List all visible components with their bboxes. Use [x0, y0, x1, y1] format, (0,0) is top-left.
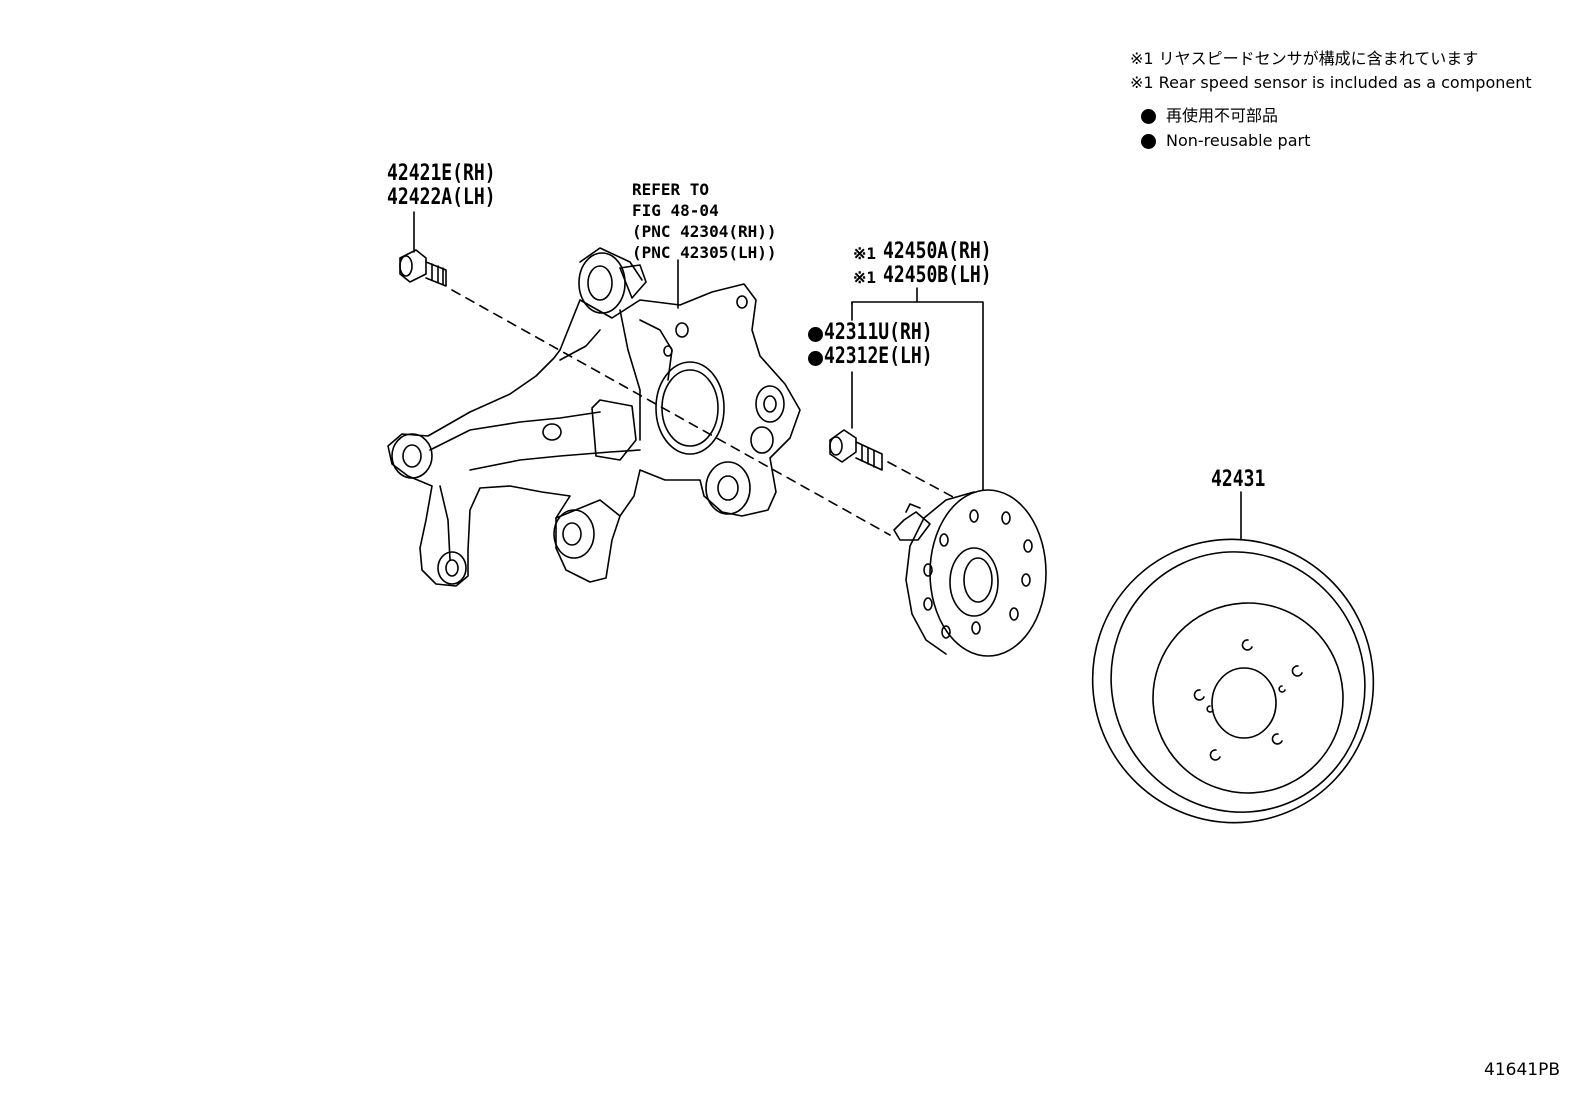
hub-bolt[interactable]: [829, 429, 883, 471]
leader-lines: [413, 211, 1242, 541]
part-label-stud-rh[interactable]: 42311U(RH): [824, 320, 933, 345]
refer-label-line-3[interactable]: (PNC 42304(RH)): [632, 222, 777, 241]
non-reusable-marker-icon: [808, 351, 823, 366]
part-label-disc[interactable]: 42431: [1211, 467, 1266, 492]
note-non-reusable-en: Non-reusable part: [1166, 131, 1311, 150]
part-label-stud-lh[interactable]: 42312E(LH): [824, 344, 933, 369]
non-reusable-bullet-icon: [1141, 109, 1156, 124]
alignment-dashes: [451, 289, 956, 536]
axle-hub-assembly[interactable]: [893, 489, 1047, 657]
non-reusable-bullet-icon: [1141, 134, 1156, 149]
refer-label-line-4[interactable]: (PNC 42305(LH)): [632, 243, 777, 262]
hub-note-mark-lh: ※1: [853, 268, 877, 287]
note-speed-sensor-en: ※1 Rear speed sensor is included as a co…: [1130, 73, 1532, 92]
hub-note-mark-rh: ※1: [853, 244, 877, 263]
refer-label-line-1: REFER TO: [632, 180, 710, 199]
refer-label-line-2[interactable]: FIG 48-04: [632, 201, 719, 220]
note-speed-sensor-jp: ※1 リヤスピードセンサが構成に含まれています: [1130, 49, 1479, 68]
non-reusable-marker-icon: [808, 327, 823, 342]
note-non-reusable-jp: 再使用不可部品: [1166, 106, 1279, 125]
part-label-bolt-rh[interactable]: 42421E(RH): [387, 161, 496, 186]
part-label-hub-rh[interactable]: 42450A(RH): [883, 239, 992, 264]
part-label-bolt-lh[interactable]: 42422A(LH): [387, 185, 496, 210]
part-label-hub-lh[interactable]: 42450B(LH): [883, 263, 992, 288]
figure-code: 41641PB: [1484, 1060, 1560, 1080]
flange-bolt[interactable]: [399, 249, 447, 287]
brake-disc[interactable]: [1046, 493, 1420, 869]
rear-axle-carrier[interactable]: [387, 247, 801, 587]
